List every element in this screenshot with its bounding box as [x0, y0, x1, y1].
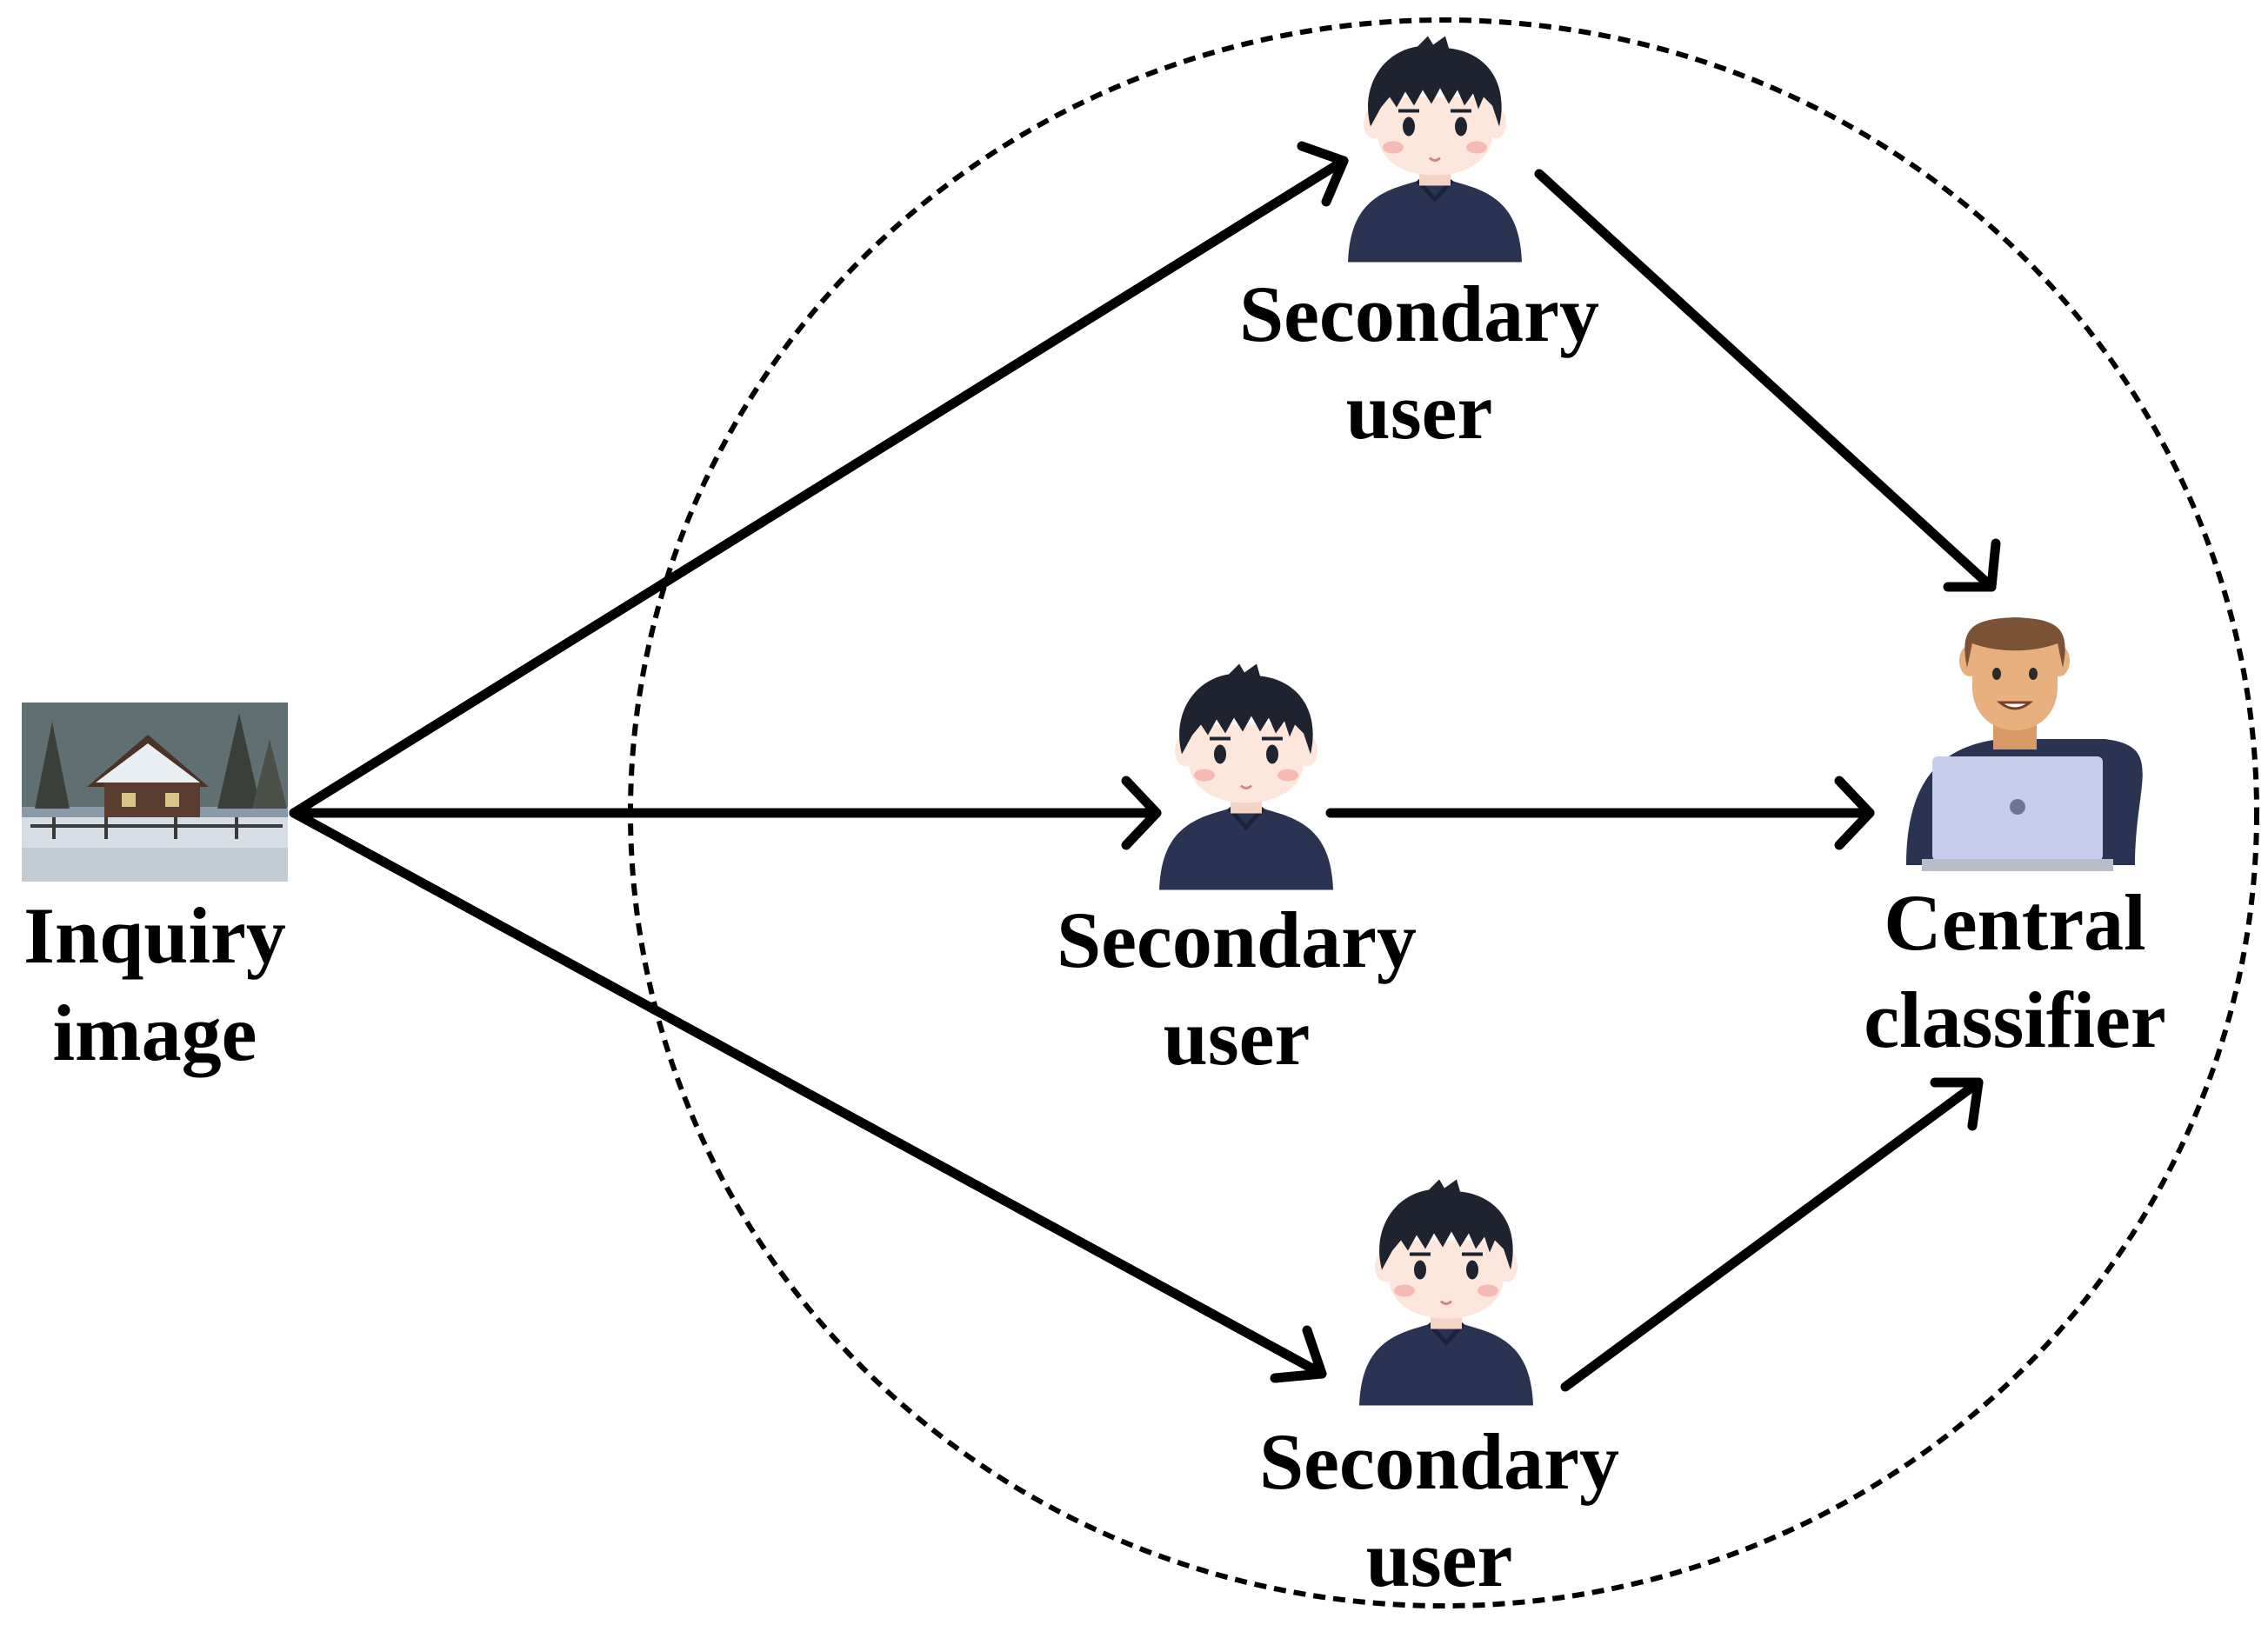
arrowhead-bottom-to-central — [1930, 1077, 1984, 1131]
arrowhead-inquiry-to-bottom — [1270, 1325, 1327, 1383]
user-avatar-icon-top — [1348, 37, 1522, 263]
arrowhead-top-to-central — [1943, 538, 2001, 592]
label-line: Secondary — [1259, 1417, 1619, 1506]
arrowhead-inquiry-to-top — [1297, 141, 1349, 207]
arrow-inquiry-to-bottom — [289, 808, 1327, 1379]
arrow-inquiry-to-top — [289, 156, 1349, 818]
label-line: image — [52, 989, 257, 1077]
label-line: user — [1345, 367, 1493, 456]
label-central-classifier: Central classifier — [1864, 874, 2165, 1069]
user-avatar-icon-middle — [1159, 664, 1333, 890]
label-secondary-user-bottom: Secondary user — [1259, 1413, 1619, 1608]
label-line: user — [1163, 993, 1311, 1082]
label-line: classifier — [1864, 976, 2166, 1064]
arrowhead-inquiry-to-middle — [1121, 776, 1162, 850]
label-secondary-user-top: Secondary user — [1239, 265, 1599, 460]
arrow-bottom-to-central — [1560, 1077, 1984, 1392]
label-line: user — [1365, 1515, 1513, 1603]
arrow-top-to-central — [1534, 169, 1997, 592]
user-avatar-icon-bottom — [1359, 1180, 1533, 1406]
label-line: Inquiry — [23, 891, 286, 980]
label-inquiry-image: Inquiry image — [23, 887, 286, 1082]
arrowhead-middle-to-central — [1834, 776, 1875, 850]
label-secondary-user-middle: Secondary user — [1057, 891, 1417, 1086]
label-line: Secondary — [1239, 270, 1599, 358]
snowy-house-photo-icon — [22, 703, 288, 882]
person-with-laptop-icon — [1906, 617, 2143, 871]
label-line: Central — [1884, 878, 2146, 967]
label-line: Secondary — [1057, 896, 1417, 984]
